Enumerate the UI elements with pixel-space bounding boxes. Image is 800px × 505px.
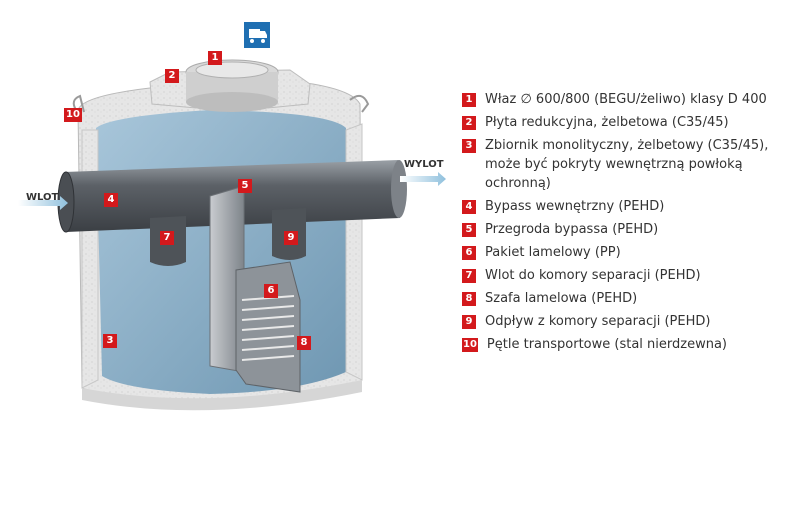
- inlet-arrow: [18, 196, 68, 210]
- legend-badge: 4: [462, 200, 476, 214]
- legend-item-8: 8 Szafa lamelowa (PEHD): [462, 289, 792, 308]
- marker-2: 2: [165, 69, 179, 83]
- marker-4: 4: [104, 193, 118, 207]
- legend-text: Wlot do komory separacji (PEHD): [485, 268, 701, 283]
- marker-1: 1: [208, 51, 222, 65]
- legend-badge: 7: [462, 269, 476, 283]
- legend-badge: 9: [462, 315, 476, 329]
- legend-item-7: 7 Wlot do komory separacji (PEHD): [462, 266, 792, 285]
- marker-5: 5: [238, 179, 252, 193]
- marker-3: 3: [103, 334, 117, 348]
- inlet-label: WLOT: [26, 192, 59, 203]
- lamella-cabinet: [235, 261, 301, 393]
- marker-6: 6: [264, 284, 278, 298]
- legend: 1 Właz ∅ 600/800 (BEGU/żeliwo) klasy D 4…: [462, 90, 792, 358]
- legend-badge: 10: [462, 338, 478, 352]
- marker-10: 10: [64, 108, 82, 122]
- legend-item-4: 4 Bypass wewnętrzny (PEHD): [462, 197, 792, 216]
- legend-badge: 5: [462, 223, 476, 237]
- legend-text: Zbiornik monolityczny, żelbetowy (C35/45…: [485, 138, 769, 191]
- legend-item-10: 10 Pętle transportowe (stal nierdzewna): [462, 335, 792, 354]
- legend-item-2: 2 Płyta redukcyjna, żelbetowa (C35/45): [462, 113, 792, 132]
- legend-text: Szafa lamelowa (PEHD): [485, 291, 638, 306]
- legend-text: Pętle transportowe (stal nierdzewna): [486, 337, 727, 352]
- legend-text: Płyta redukcyjna, żelbetowa (C35/45): [485, 115, 729, 130]
- legend-item-9: 9 Odpływ z komory separacji (PEHD): [462, 312, 792, 331]
- legend-badge: 2: [462, 116, 476, 130]
- outlet-label: WYLOT: [404, 159, 444, 170]
- legend-badge: 3: [462, 139, 476, 153]
- legend-text: Pakiet lamelowy (PP): [485, 245, 621, 260]
- legend-text: Bypass wewnętrzny (PEHD): [485, 199, 665, 214]
- outlet-arrow: [400, 172, 446, 186]
- legend-badge: 6: [462, 246, 476, 260]
- legend-badge: 1: [462, 93, 476, 107]
- legend-text: Przegroda bypassa (PEHD): [485, 222, 659, 237]
- legend-item-1: 1 Właz ∅ 600/800 (BEGU/żeliwo) klasy D 4…: [462, 90, 792, 109]
- marker-7: 7: [160, 231, 174, 245]
- marker-8: 8: [297, 336, 311, 350]
- marker-9: 9: [284, 231, 298, 245]
- legend-text: Właz ∅ 600/800 (BEGU/żeliwo) klasy D 400: [485, 92, 767, 107]
- manhole-cover: [185, 59, 279, 112]
- legend-badge: 8: [462, 292, 476, 306]
- legend-text: Odpływ z komory separacji (PEHD): [485, 314, 711, 329]
- legend-item-3: 3 Zbiornik monolityczny, żelbetowy (C35/…: [462, 136, 792, 193]
- legend-item-5: 5 Przegroda bypassa (PEHD): [462, 220, 792, 239]
- legend-item-6: 6 Pakiet lamelowy (PP): [462, 243, 792, 262]
- transport-loops: [72, 94, 370, 113]
- delivery-truck-icon: [244, 22, 270, 48]
